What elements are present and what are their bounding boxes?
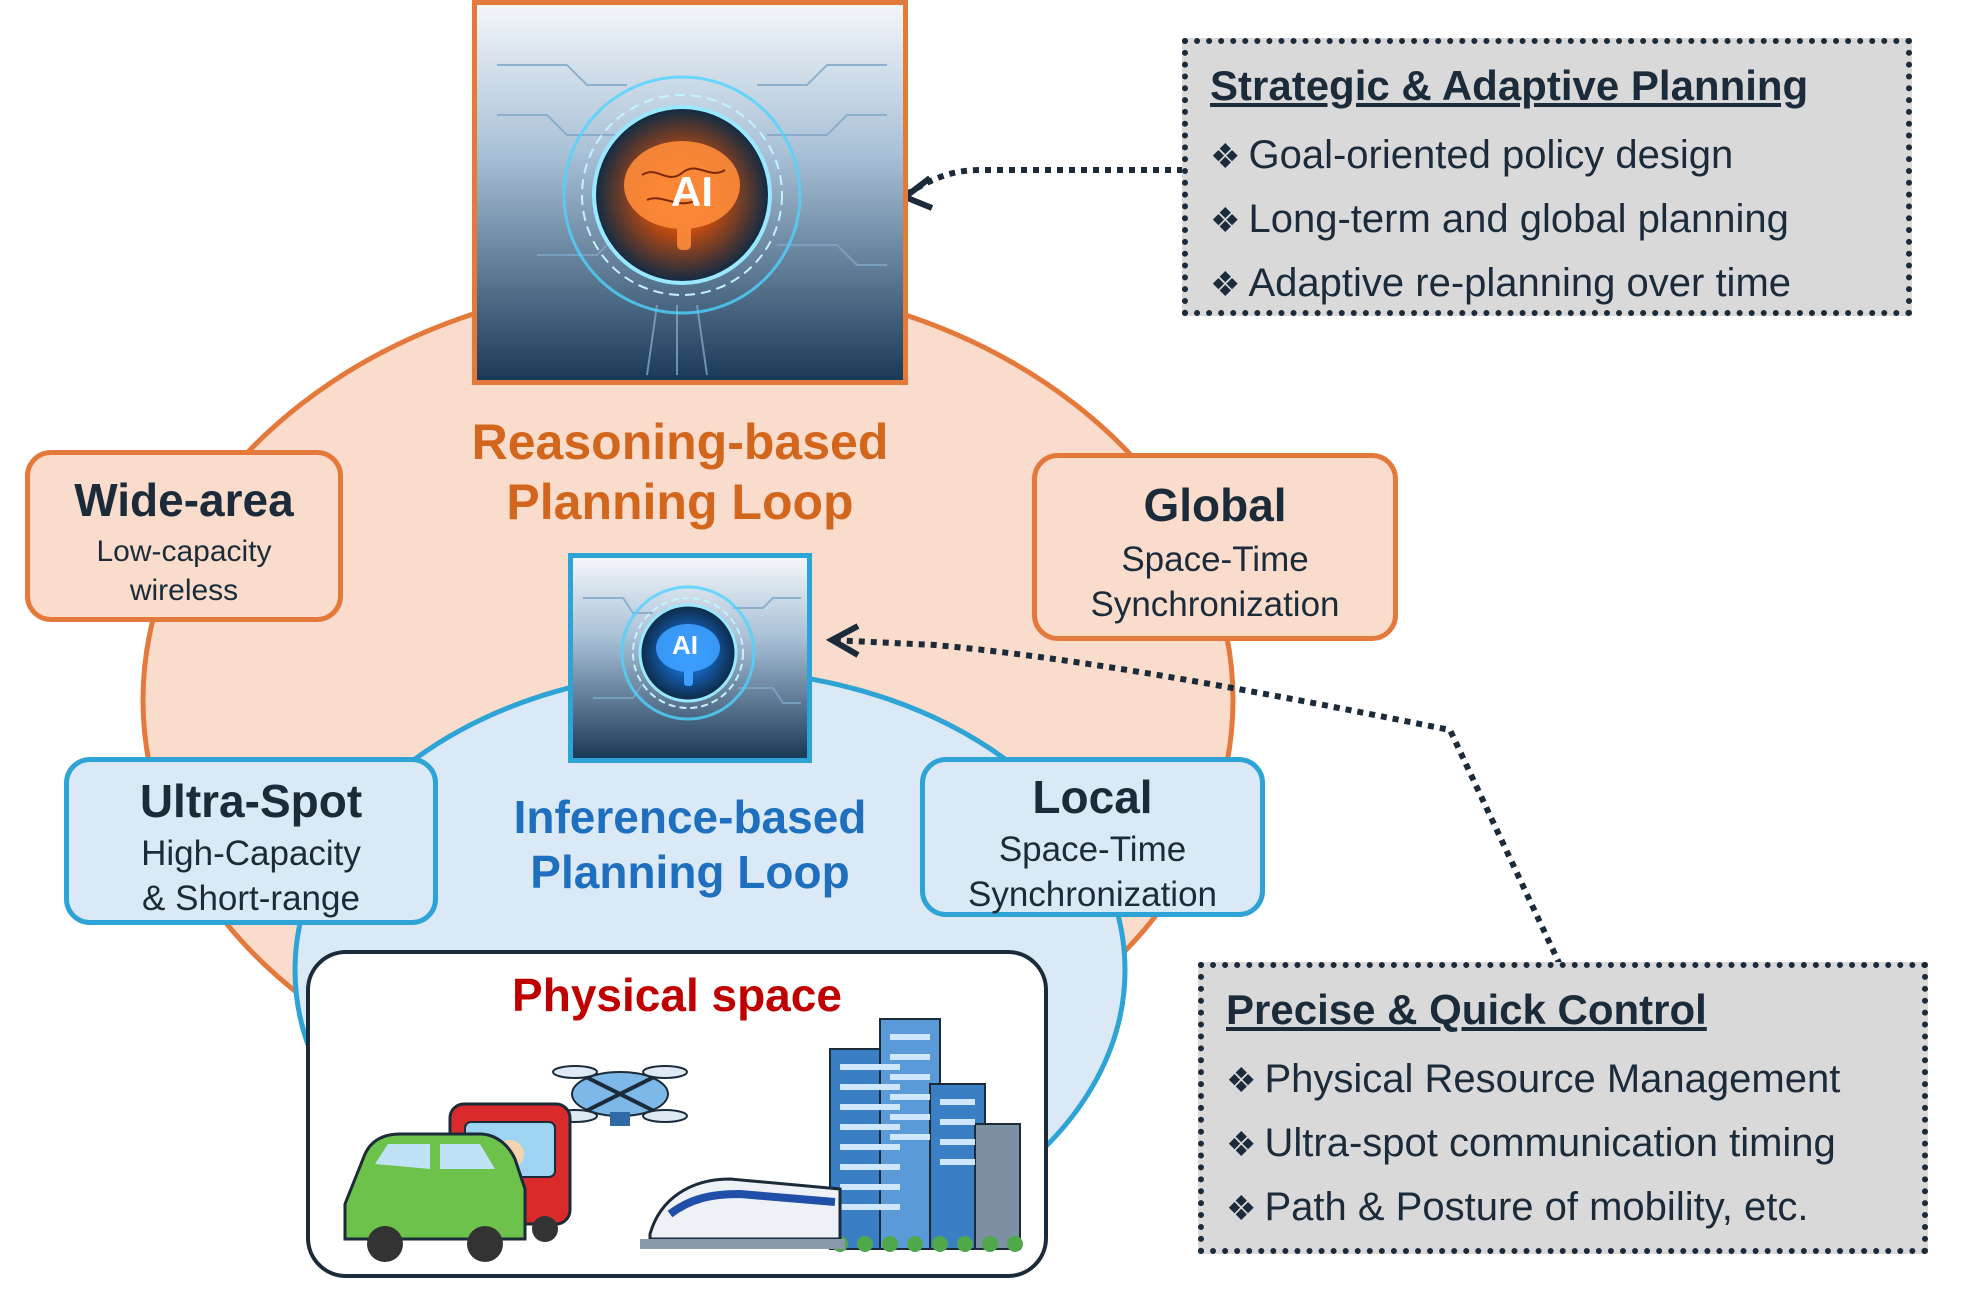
inference-ai-label: AI (672, 630, 698, 660)
local-line2: Synchronization (967, 875, 1218, 915)
reasoning-ai-image (472, 0, 908, 385)
car-icon (343, 1132, 527, 1262)
strategic-note: Strategic & Adaptive Planning ❖Goal-orie… (1182, 38, 1912, 316)
physical-space-box: Physical space (306, 950, 1048, 1278)
local-box: Local Space-Time Synchronization (920, 757, 1265, 917)
buildings-icon (829, 1018, 1023, 1252)
diamond-bullet-icon: ❖ (1210, 138, 1241, 176)
ultra-spot-box: Ultra-Spot High-Capacity & Short-range (64, 757, 438, 925)
strategic-note-title: Strategic & Adaptive Planning (1210, 62, 1809, 109)
diamond-bullet-icon: ❖ (1226, 1126, 1257, 1164)
precise-note-item-text: Path & Posture of mobility, etc. (1264, 1185, 1809, 1229)
ultra-spot-line1: High-Capacity (141, 833, 361, 873)
wide-area-title: Wide-area (74, 474, 294, 526)
strategic-note-item-text: Goal-oriented policy design (1248, 133, 1734, 177)
strategic-note-item: ❖Long-term and global planning (1210, 188, 1884, 252)
diamond-bullet-icon: ❖ (1210, 266, 1241, 304)
drone-icon (552, 1065, 688, 1126)
inference-loop-title-line2: Planning Loop (530, 846, 850, 899)
precise-note-item-text: Ultra-spot communication timing (1264, 1121, 1836, 1165)
strategic-arrow (903, 167, 1195, 198)
reasoning-loop-title: Reasoning-based Planning Loop (420, 412, 940, 532)
strategic-arrowhead (898, 175, 934, 211)
precise-note-item: ❖Physical Resource Management (1226, 1048, 1900, 1112)
precise-note-title: Precise & Quick Control (1226, 986, 1707, 1033)
inference-brain-illustration (573, 558, 807, 758)
train-icon (640, 1177, 845, 1249)
precise-arrowhead (825, 623, 860, 658)
local-line1: Space-Time (998, 829, 1187, 869)
inference-ai-image (568, 553, 812, 763)
wide-area-box: Wide-area Low-capacity wireless (25, 450, 343, 622)
ultra-spot-title: Ultra-Spot (139, 775, 363, 827)
inference-loop-title: Inference-based Planning Loop (470, 790, 910, 900)
precise-note-item-text: Physical Resource Management (1264, 1057, 1841, 1101)
global-line2: Synchronization (1090, 585, 1340, 625)
wide-area-line2: wireless (129, 573, 239, 607)
ultra-spot-line2: & Short-range (142, 879, 360, 919)
diamond-bullet-icon: ❖ (1226, 1062, 1257, 1100)
global-line1: Space-Time (1121, 539, 1309, 579)
inference-loop-title-line1: Inference-based (513, 791, 867, 843)
precise-note-item: ❖Path & Posture of mobility, etc. (1226, 1176, 1900, 1240)
strategic-note-item: ❖Goal-oriented policy design (1210, 124, 1884, 188)
strategic-note-item-text: Adaptive re-planning over time (1248, 261, 1792, 305)
reasoning-brain-illustration (477, 5, 903, 380)
global-box: Global Space-Time Synchronization (1032, 453, 1398, 641)
diamond-bullet-icon: ❖ (1226, 1190, 1257, 1228)
diamond-bullet-icon: ❖ (1210, 202, 1241, 240)
strategic-note-item: ❖Adaptive re-planning over time (1210, 252, 1884, 316)
physical-space-illustration (343, 1018, 1023, 1262)
physical-space-title: Physical space (512, 969, 842, 1021)
reasoning-loop-title-line2: Planning Loop (506, 474, 854, 530)
reasoning-ai-label: AI (671, 168, 713, 215)
local-title: Local (1032, 771, 1153, 823)
wide-area-line1: Low-capacity (96, 534, 272, 568)
precise-note-item: ❖Ultra-spot communication timing (1226, 1112, 1900, 1176)
reasoning-loop-title-line1: Reasoning-based (471, 414, 889, 470)
global-title: Global (1143, 479, 1287, 531)
strategic-note-item-text: Long-term and global planning (1248, 197, 1789, 241)
precise-note: Precise & Quick Control ❖Physical Resour… (1198, 962, 1928, 1254)
